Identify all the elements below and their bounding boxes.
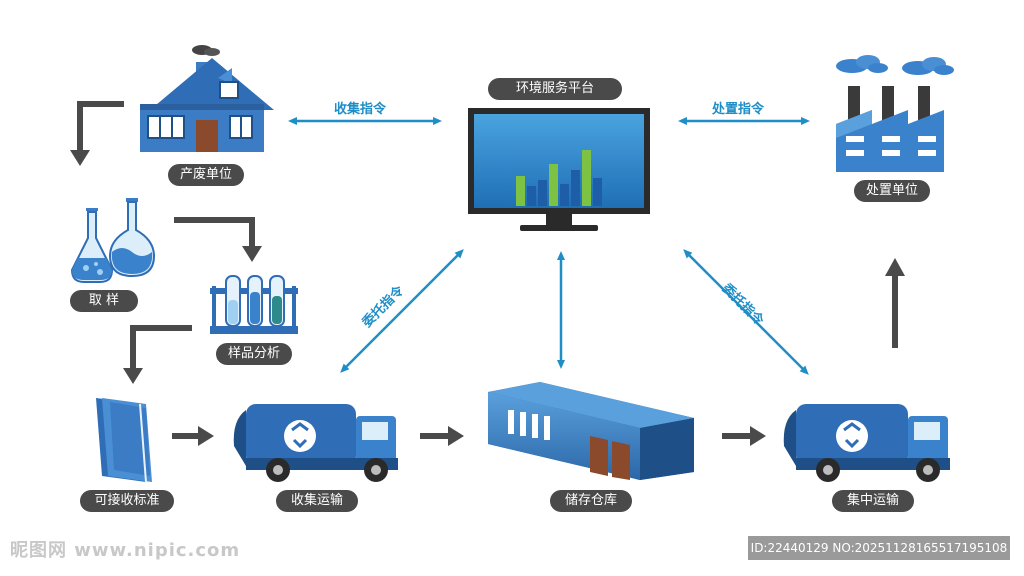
flow-arrow-producer-to-sampling xyxy=(70,101,124,166)
flow-arrow-central-to-disposal xyxy=(885,258,905,348)
factory-icon xyxy=(836,55,954,172)
watermark-left: 昵图网 www.nipic.com xyxy=(10,540,241,561)
node-sampling-label: 取 样 xyxy=(70,290,138,312)
node-platform-label: 环境服务平台 xyxy=(488,78,622,100)
flow-arrow-storage-to-central xyxy=(722,426,766,446)
node-disposal-label: 处置单位 xyxy=(854,180,930,202)
warehouse-icon xyxy=(488,382,694,480)
connector-entrust-left xyxy=(340,249,464,373)
flask-icon xyxy=(70,198,156,283)
edge-dispose-command-label: 处置指令 xyxy=(712,102,765,117)
node-collect-label: 收集运输 xyxy=(276,490,358,512)
garbage-truck-central-icon xyxy=(783,404,950,482)
flow-arrow-collect-to-storage xyxy=(420,426,464,446)
watermark-right: ID:22440129 NO:20251128165517195108 xyxy=(748,536,1010,560)
node-producer-label: 产废单位 xyxy=(168,164,244,186)
garbage-truck-icon xyxy=(233,404,398,482)
node-analysis-label: 样品分析 xyxy=(216,343,292,365)
flow-arrow-analysis-to-standard xyxy=(123,325,192,384)
connector-entrust-right xyxy=(683,249,809,375)
flow-arrow-sampling-to-analysis xyxy=(174,217,262,262)
edge-collect-command-label: 收集指令 xyxy=(334,102,387,117)
node-standard-label: 可接收标准 xyxy=(80,490,174,512)
book-icon xyxy=(96,398,152,483)
node-central-label: 集中运输 xyxy=(832,490,914,512)
flow-arrow-standard-to-collect xyxy=(172,426,214,446)
house-icon xyxy=(140,45,274,152)
test-tubes-icon xyxy=(210,275,298,334)
node-storage-label: 储存仓库 xyxy=(550,490,632,512)
monitor-icon xyxy=(468,108,650,231)
